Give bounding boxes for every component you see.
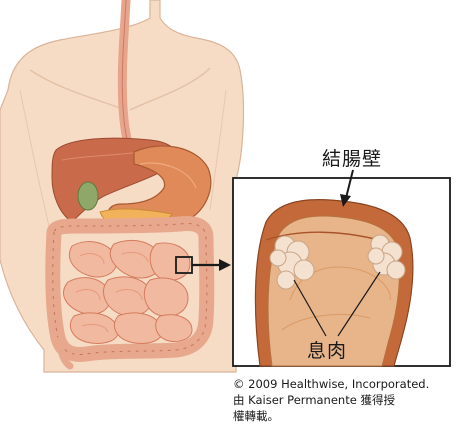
- credit-line-3: 權轉載。: [233, 408, 455, 424]
- copyright-credit: © 2009 Healthwise, Incorporated. 由 Kaise…: [233, 376, 455, 424]
- gallbladder: [78, 182, 98, 210]
- credit-line-1: © 2009 Healthwise, Incorporated.: [233, 376, 455, 392]
- credit-line-2: 由 Kaiser Permanente 獲得授: [233, 392, 455, 408]
- small-intestine: [64, 240, 192, 343]
- colon-wall-label: 結腸壁: [322, 144, 382, 171]
- polyp-label: 息肉: [307, 336, 347, 363]
